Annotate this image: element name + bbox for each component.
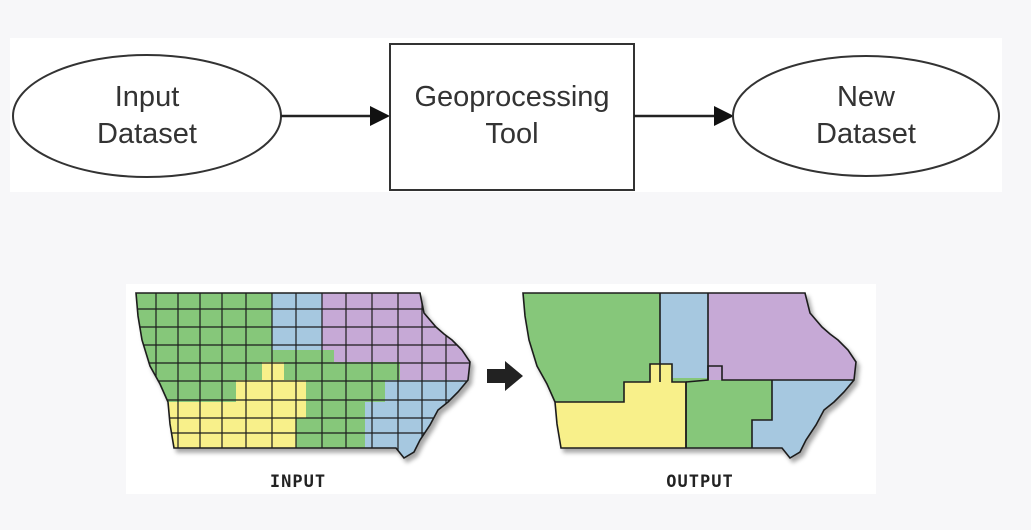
arrowhead-icon [370,106,390,126]
county-grid [136,293,470,458]
input-map-caption: INPUT [269,472,327,492]
new-dataset-label: New Dataset [756,79,976,153]
arrowhead-icon [714,106,734,126]
input-dataset-line2: Dataset [97,118,197,150]
region-borders [523,293,856,458]
input-dataset-label: Input Dataset [37,79,257,153]
new-dataset-line2: Dataset [816,118,916,150]
new-dataset-line1: New [836,81,895,113]
output-map-caption: OUTPUT [666,472,734,492]
geoprocessing-tool-box [389,43,635,191]
output-map [522,292,857,460]
geoprocessing-tool-line2: Tool [485,118,539,150]
new-dataset-ellipse [732,55,1000,177]
transform-arrow-icon [487,361,523,391]
input-dataset-line1: Input [114,81,180,113]
geoprocessing-tool-line1: Geoprocessing [414,81,610,113]
geoprocessing-tool-label: Geoprocessing Tool [392,79,632,153]
input-map [135,292,471,460]
